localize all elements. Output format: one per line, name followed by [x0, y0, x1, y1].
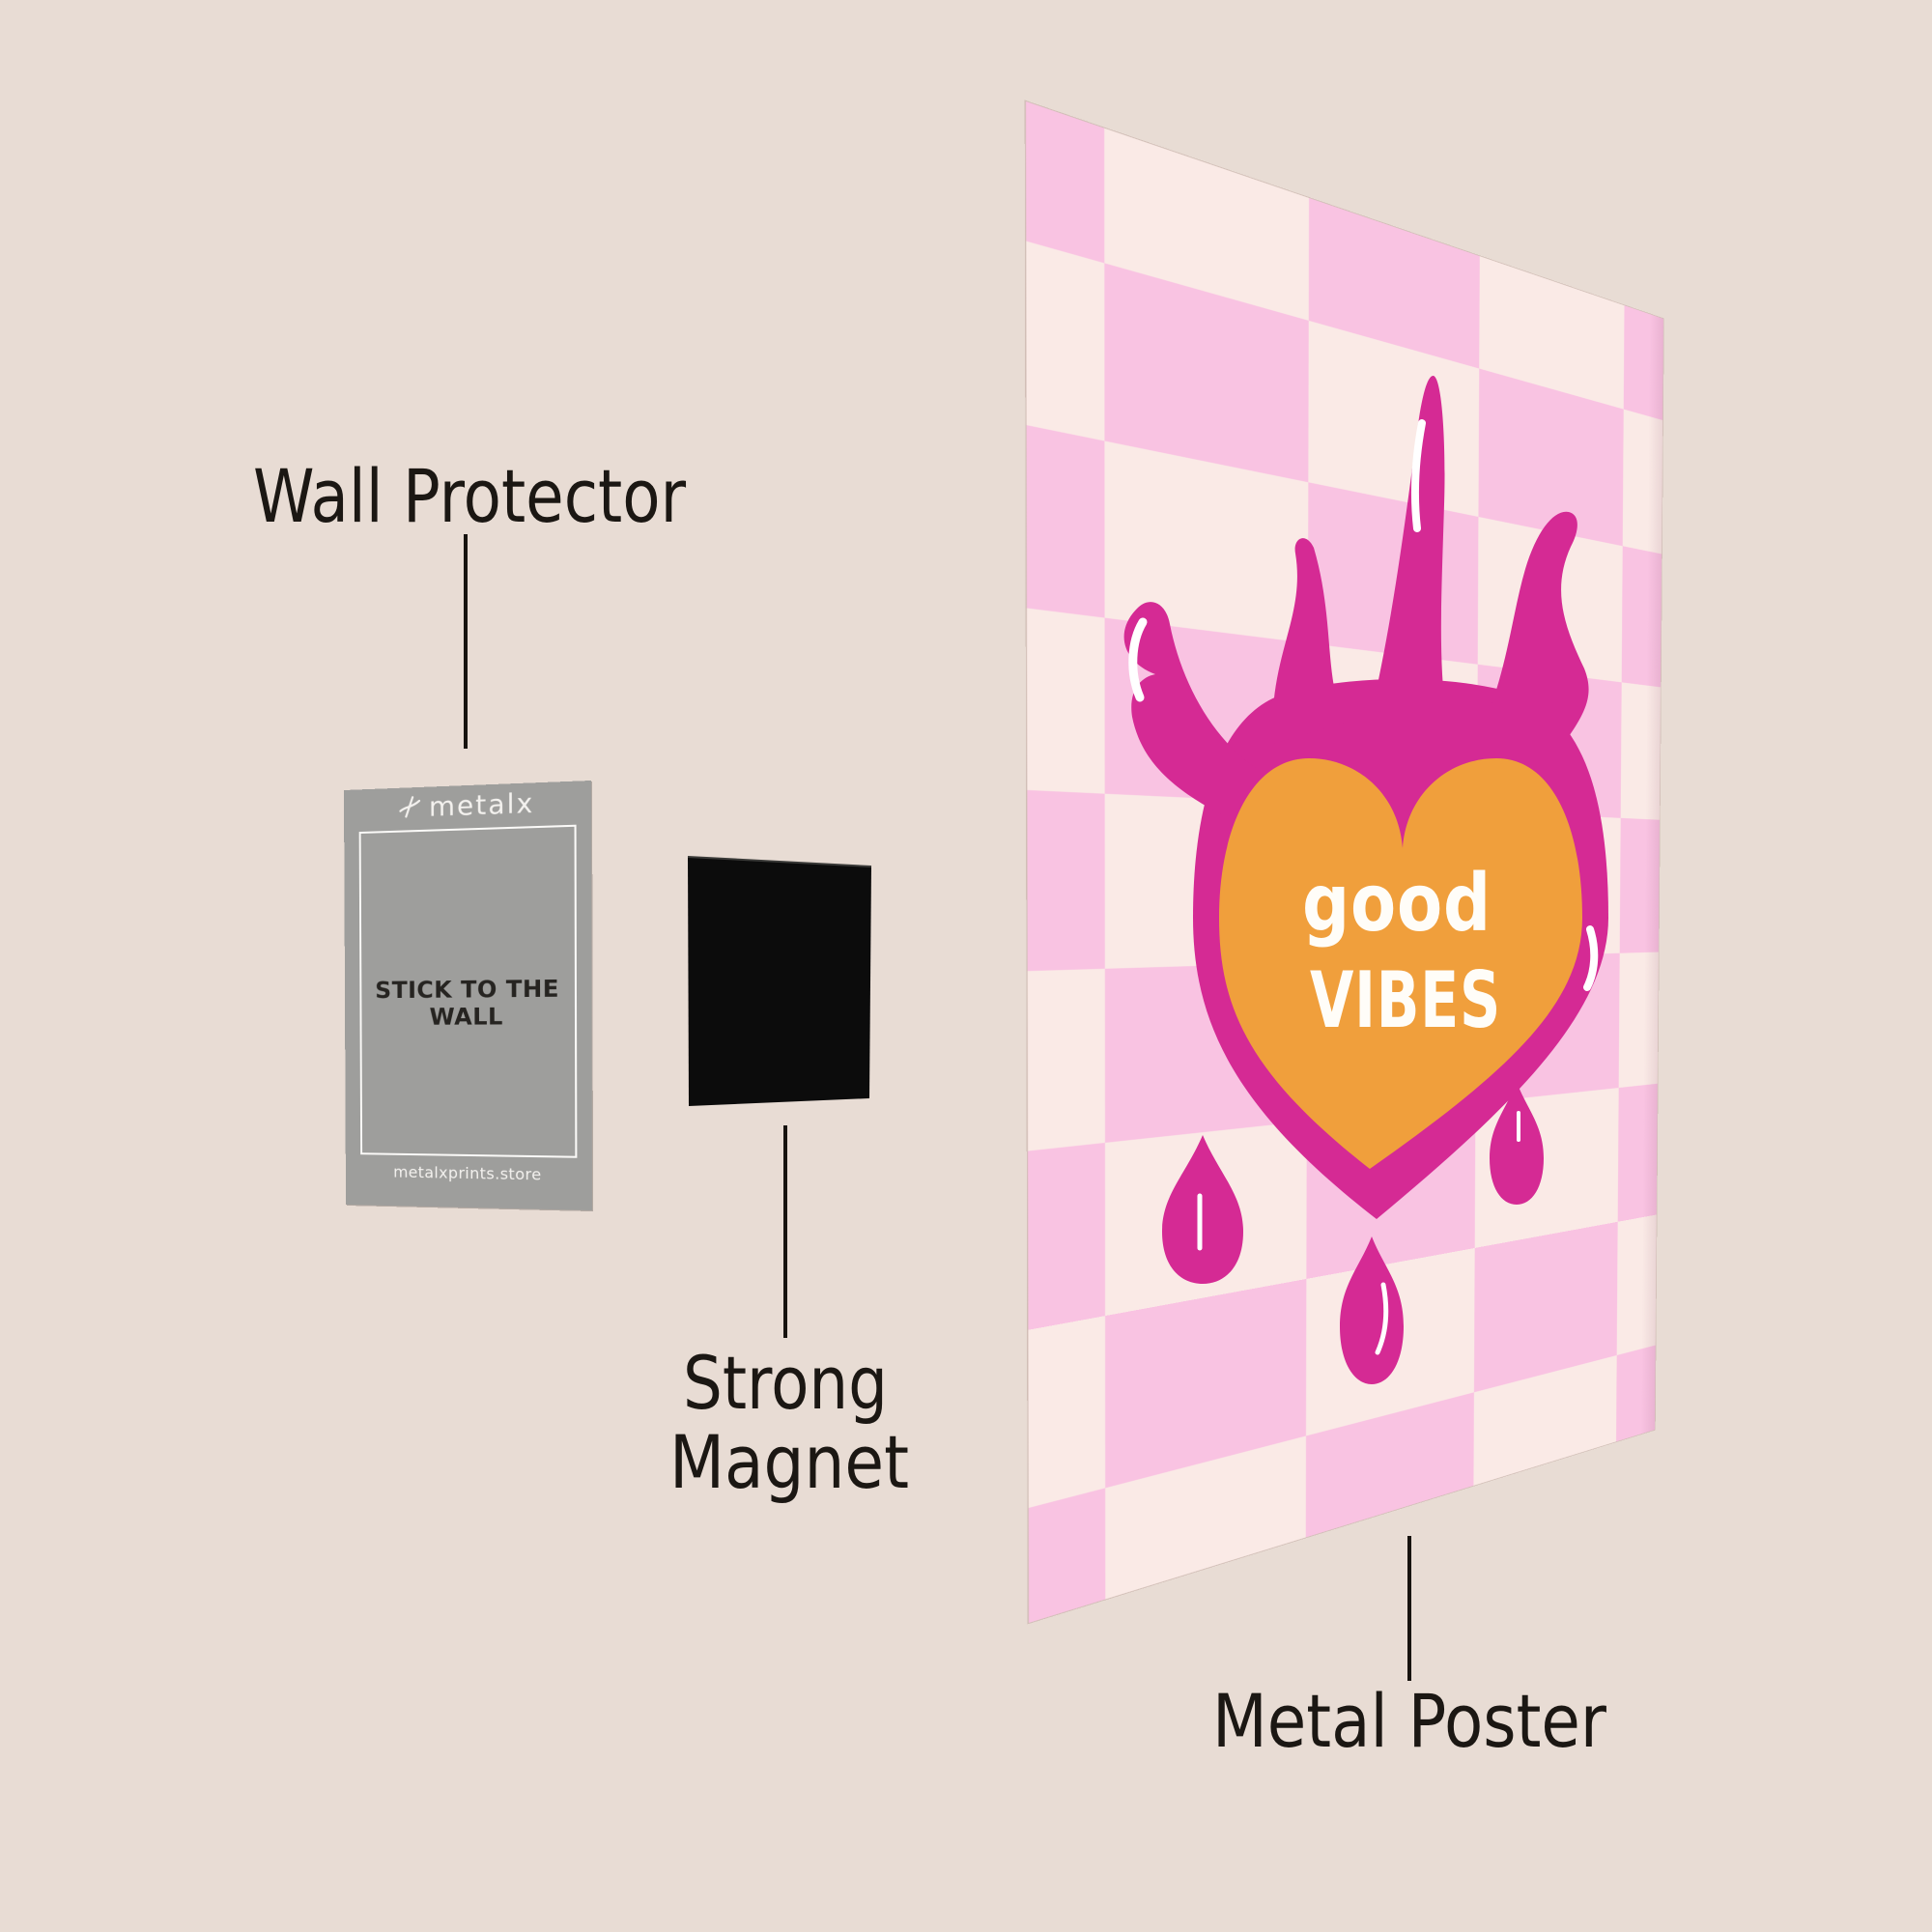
- magnet: [687, 856, 872, 1106]
- heart-icon: [1219, 758, 1582, 1169]
- metal-poster-line: [1407, 1536, 1411, 1681]
- drip-middle-icon: [1340, 1236, 1404, 1384]
- strong-magnet-label-line2: Magnet: [669, 1419, 909, 1505]
- magnet-face: [688, 857, 871, 1106]
- good-vibes-text: good vibes: [1302, 858, 1501, 1045]
- shine-highlights: [1128, 419, 1599, 1355]
- poster-text-line2: vibes: [1310, 955, 1501, 1045]
- strong-magnet-line: [783, 1125, 787, 1338]
- drip-left-icon: [1162, 1135, 1243, 1284]
- pointer-lines: [464, 534, 1411, 1681]
- wall-protector-label: Wall Protector: [253, 453, 687, 539]
- wall-protector-line: [464, 534, 468, 749]
- flaming-heart-illustration: good vibes: [1123, 375, 1608, 1384]
- magnet-top-edge: [687, 856, 872, 867]
- strong-magnet-label-line1: Strong: [683, 1340, 888, 1426]
- poster-text-line1: good: [1302, 858, 1492, 950]
- drip-right-icon: [1490, 1082, 1544, 1205]
- metal-poster-label: Metal Poster: [1212, 1678, 1607, 1764]
